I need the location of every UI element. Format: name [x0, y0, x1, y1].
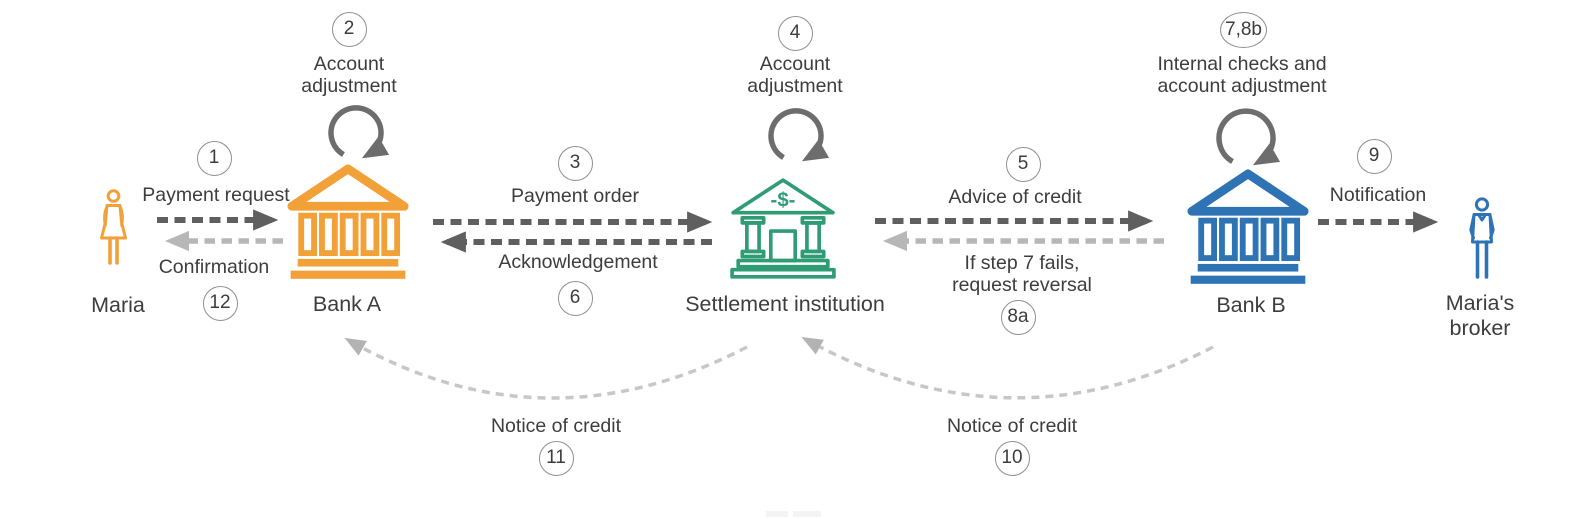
loop-arrow-bank-a	[328, 105, 390, 159]
step-badge-8a: 8a	[1000, 299, 1036, 335]
step-label-advice-of-credit: Advice of credit	[948, 186, 1082, 208]
step-badge-4: 4	[777, 15, 813, 51]
step-label-account-adjustment-bank-a: Account adjustment	[301, 53, 397, 97]
step-badge-6: 6	[557, 280, 593, 316]
entity-label-bank-b: Bank B	[1216, 293, 1286, 317]
entity-label-settlement: Settlement institution	[685, 292, 885, 316]
step-badge-12: 12	[202, 285, 238, 321]
step-label-notice-of-credit-11: Notice of credit	[490, 415, 622, 437]
step-label-acknowledgement: Acknowledgement	[498, 251, 658, 273]
bank-a-icon	[287, 164, 409, 279]
bank-b-icon	[1187, 169, 1309, 284]
step-badge-5: 5	[1005, 146, 1041, 182]
step-label-account-adjustment-settlement: Account adjustment	[747, 53, 843, 97]
step-badge-2: 2	[331, 11, 367, 47]
loop-arrow-bank-b	[1216, 108, 1281, 166]
step-label-confirmation: Confirmation	[158, 256, 270, 278]
loop-arrow-settlement	[768, 108, 830, 162]
step-badge-9: 9	[1356, 138, 1392, 174]
dollar-symbol: -$-	[771, 190, 796, 212]
cropped-caption-fragment	[766, 511, 788, 517]
step-label-payment-order: Payment order	[511, 185, 639, 207]
step-badge-1: 1	[196, 140, 232, 176]
broker-person-icon	[1469, 197, 1495, 279]
entity-label-maria: Maria	[91, 293, 145, 317]
step-badge-11: 11	[538, 440, 574, 476]
settlement-institution-icon: -$-	[730, 178, 836, 279]
curve-arrow-notice-of-credit-11	[344, 337, 748, 400]
step-label-notice-of-credit-10: Notice of credit	[946, 415, 1078, 437]
step-label-payment-request: Payment request	[142, 184, 290, 206]
entity-label-broker: Maria's broker	[1445, 291, 1515, 341]
step-label-notification: Notification	[1329, 184, 1427, 206]
entity-label-bank-a: Bank A	[312, 292, 382, 316]
step-label-internal-checks: Internal checks and account adjustment	[1157, 53, 1327, 97]
curve-arrow-notice-of-credit-10	[801, 336, 1214, 400]
maria-person-icon	[100, 189, 127, 265]
step-badge-10: 10	[994, 440, 1030, 476]
cropped-caption-fragment	[793, 511, 821, 517]
step-badge-3: 3	[557, 145, 593, 181]
step-label-request-reversal: If step 7 fails, request reversal	[952, 252, 1092, 296]
step-badge-7-8b: 7,8b	[1220, 12, 1267, 48]
